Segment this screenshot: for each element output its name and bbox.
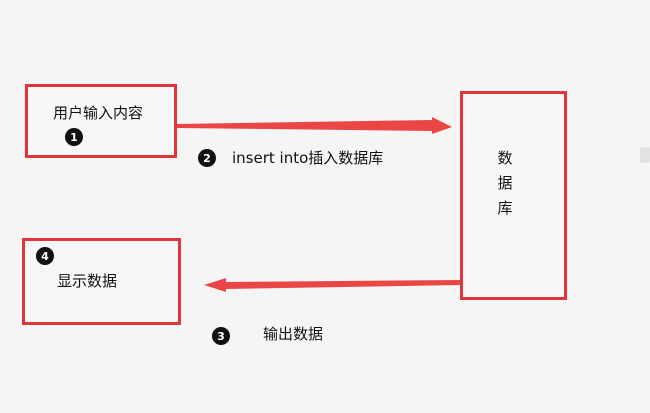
edge-marker xyxy=(640,147,650,163)
step-2-badge: 2 xyxy=(198,149,216,167)
user-input-label: 用户输入内容 xyxy=(53,104,144,122)
database-box xyxy=(460,91,567,300)
database-label: 数据库 xyxy=(497,149,513,217)
display-box xyxy=(22,238,181,325)
arrow-output xyxy=(204,278,460,292)
insert-label: insert into插入数据库 xyxy=(232,149,384,167)
step-1-badge: 1 xyxy=(65,128,83,146)
step-3-badge: 3 xyxy=(212,327,230,345)
user-input-box xyxy=(25,84,177,158)
output-label: 输出数据 xyxy=(263,325,324,343)
display-label: 显示数据 xyxy=(57,272,118,290)
step-4-badge: 4 xyxy=(36,247,54,265)
arrow-insert xyxy=(177,117,452,134)
